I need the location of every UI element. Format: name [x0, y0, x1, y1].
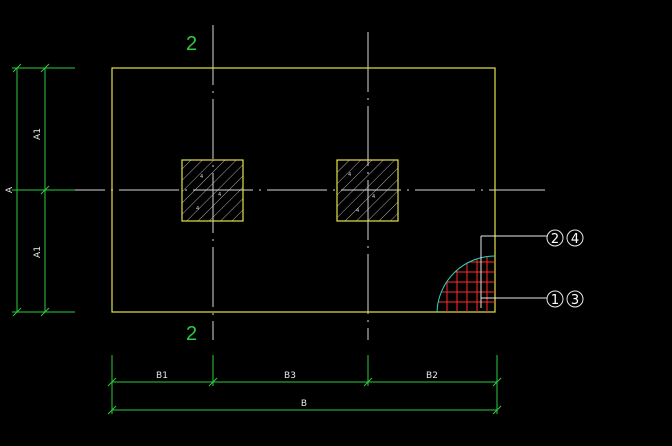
callouts: 2 4 1 3: [481, 229, 584, 308]
axis-label-bottom: 2: [186, 323, 197, 345]
dim-b3: B3: [284, 371, 296, 381]
svg-text:4: 4: [196, 206, 199, 212]
callout-4-label: 4: [571, 232, 579, 247]
svg-text:4: 4: [356, 208, 359, 214]
svg-text:4: 4: [218, 192, 221, 198]
footing-outline: [111, 67, 496, 313]
callout-bubble-1-3[interactable]: 1 3: [546, 290, 584, 308]
svg-text:4: 4: [200, 174, 203, 180]
dim-a1-top: A1: [33, 128, 43, 140]
axis-label-top: 2: [186, 33, 197, 55]
callout-3-label: 3: [571, 293, 579, 308]
left-dimensions: [12, 63, 75, 317]
dim-a1-bottom: A1: [33, 246, 43, 258]
svg-text:4: 4: [348, 172, 351, 178]
column-left: 4 4 4: [181, 159, 244, 222]
rebar-detail: [436, 236, 496, 313]
callout-2-label: 2: [551, 232, 559, 247]
svg-text:4: 4: [372, 194, 375, 200]
dim-b-total: B: [301, 399, 307, 409]
column-right: 4 4 4: [336, 159, 399, 222]
dim-b1: B1: [156, 371, 168, 381]
dim-b2: B2: [426, 371, 438, 381]
bottom-dimensions: [107, 355, 502, 415]
centerlines: [45, 25, 545, 340]
callout-bubble-2-4[interactable]: 2 4: [546, 229, 584, 247]
callout-1-label: 1: [551, 293, 559, 308]
dim-a-total: A: [5, 186, 15, 193]
